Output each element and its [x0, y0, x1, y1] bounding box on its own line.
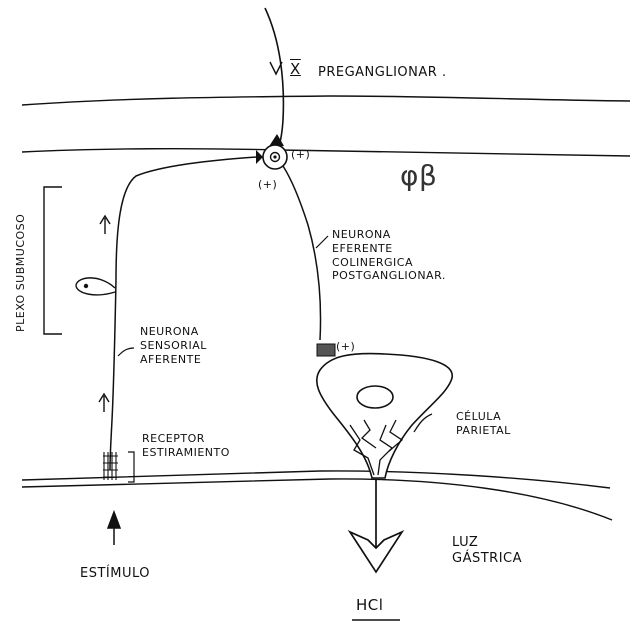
- celula-label-line-1: CÉLULA: [456, 410, 511, 424]
- luz-label-line-1: LUZ: [452, 535, 522, 551]
- upper-wall-line-bottom: [22, 149, 630, 156]
- hcl-label: HCl: [356, 596, 383, 615]
- efferent-terminal: [317, 344, 335, 356]
- sensory-label-line-3: AFERENTE: [140, 353, 207, 367]
- sensory-cell-nucleus: [84, 284, 88, 288]
- arrow-up-2: [99, 394, 109, 412]
- efferent-neuron-fiber: [283, 166, 321, 340]
- preganglionar-label: PREGANGLIONAR .: [318, 65, 447, 81]
- plexus-bracket: [44, 187, 62, 334]
- sensory-label-line-2: SENSORIAL: [140, 339, 207, 353]
- receptor-label: RECEPTOR ESTIRAMIENTO: [142, 432, 230, 460]
- plus-end-label: (+): [336, 340, 355, 354]
- efferent-label-line-4: POSTGANGLIONAR.: [332, 269, 446, 283]
- signature-label: φβ: [400, 158, 437, 193]
- vagus-numeral-label: X: [290, 60, 301, 79]
- lower-wall-line-bottom: [22, 479, 612, 520]
- stimulus-arrow: [108, 512, 120, 545]
- plus-top-label: (+): [291, 148, 310, 162]
- sensory-label: NEURONA SENSORIAL AFERENTE: [140, 325, 207, 366]
- receptor-label-line-2: ESTIRAMIENTO: [142, 446, 230, 460]
- hcl-arrow: [350, 480, 402, 572]
- efferent-label-line-2: EFERENTE: [332, 242, 446, 256]
- celula-label-line-2: PARIETAL: [456, 424, 511, 438]
- upper-wall-line-top: [22, 96, 630, 105]
- luz-label: LUZ GÁSTRICA: [452, 535, 522, 568]
- preganglionic-fiber: [265, 8, 283, 150]
- plexus-label: PLEXO SUBMUCOSO: [14, 214, 27, 332]
- efferente-pointer: [316, 236, 328, 248]
- luz-label-line-2: GÁSTRICA: [452, 551, 522, 567]
- afferent-terminal: [256, 150, 263, 164]
- parietal-cell: [317, 354, 452, 478]
- arrow-up-1: [100, 216, 110, 234]
- celula-label: CÉLULA PARIETAL: [456, 410, 511, 438]
- parietal-nucleus: [357, 386, 393, 408]
- receptor-label-line-1: RECEPTOR: [142, 432, 230, 446]
- plus-left-label: (+): [258, 178, 277, 192]
- ganglion-nucleolus: [273, 155, 276, 158]
- sensory-cell-body: [76, 278, 115, 295]
- sensory-neuron-fiber: [110, 157, 256, 470]
- efferent-label-line-1: NEURONA: [332, 228, 446, 242]
- receptor-bracket: [128, 452, 134, 482]
- efferent-label: NEURONA EFERENTE COLINERGICA POSTGANGLIO…: [332, 228, 446, 283]
- estimulo-label: ESTÍMULO: [80, 566, 150, 582]
- sensorial-pointer: [118, 348, 134, 356]
- efferent-label-line-3: COLINERGICA: [332, 256, 446, 270]
- sensory-label-line-1: NEURONA: [140, 325, 207, 339]
